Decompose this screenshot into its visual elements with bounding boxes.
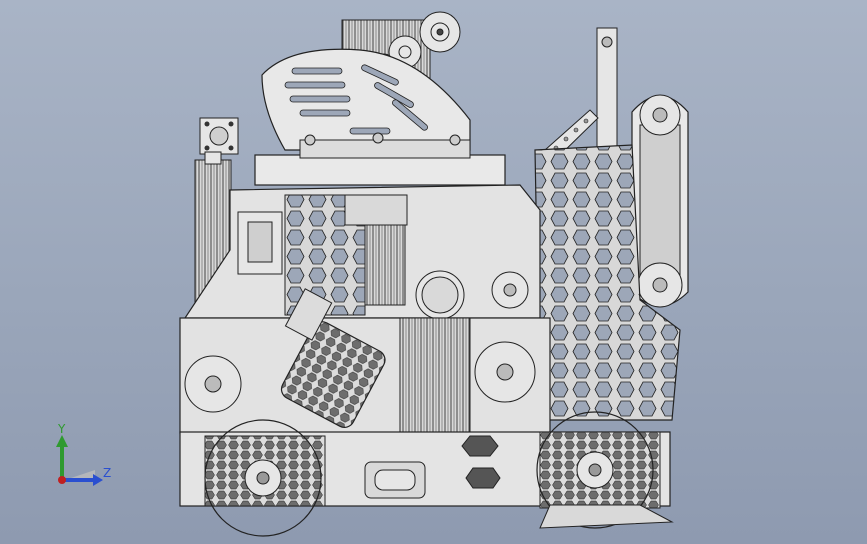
right-belt-drive <box>631 94 689 308</box>
lower-chassis <box>179 317 551 434</box>
angled-hex-pod <box>280 288 386 428</box>
right-arm <box>544 27 618 161</box>
z-axis-label: Z <box>103 466 112 480</box>
upper-chassis <box>183 184 541 320</box>
horizontal-beam <box>254 132 506 186</box>
left-wheel <box>204 419 322 537</box>
top-pulleys <box>373 11 461 75</box>
right-mecanum-wheel <box>536 411 674 529</box>
y-axis-label: Y <box>58 422 66 436</box>
slotted-arm-plate <box>261 48 471 151</box>
